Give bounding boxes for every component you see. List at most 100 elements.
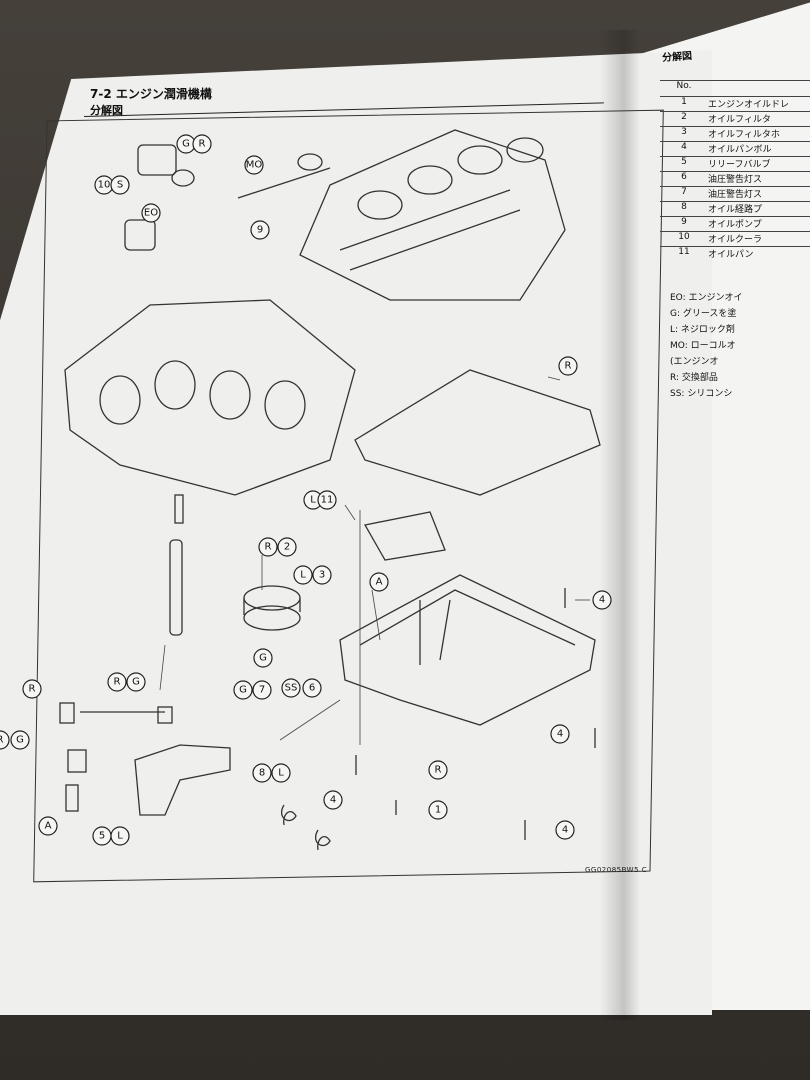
hose-clip-drawing	[281, 804, 297, 826]
legend-note: EO: エンジンオイ	[670, 293, 743, 303]
callout-group: 10SGRMOEO9RL11R2L3A4GG7SS6RRGRG48L4R1A5L…	[0, 134, 612, 846]
callout-label: L	[117, 831, 123, 842]
legend-note: MO: ローコルオ	[670, 341, 736, 351]
callout-label: R	[265, 542, 272, 553]
callout-R: R	[258, 537, 278, 557]
legend-note: G: グリースを塗	[670, 309, 737, 319]
oil-pipe-drawing	[169, 494, 184, 636]
row-number: 10	[678, 232, 690, 242]
callout-4: 4	[550, 724, 570, 744]
callout-2: 2	[277, 537, 297, 557]
callout-label: L	[300, 570, 306, 581]
callout-G: G	[253, 648, 273, 668]
hose-clip-drawing	[315, 829, 331, 851]
figure-code: GG02085BW5 C	[585, 866, 648, 874]
callout-4: 4	[555, 820, 575, 840]
callout-label: 10	[98, 180, 111, 191]
callout-6: 6	[302, 678, 322, 698]
callout-1: 1	[428, 800, 448, 820]
row-number: 7	[681, 187, 687, 197]
callout-7: 7	[252, 680, 272, 700]
callout-L: L	[293, 565, 313, 585]
row-part-name: リリーフバルブ	[708, 160, 771, 170]
callout-R: R	[558, 356, 578, 376]
callout-label: R	[199, 139, 206, 150]
legend-notes: EO: エンジンオイ G: グリースを塗 L: ネジロック剤 MO: ローコルオ (エン…	[670, 290, 743, 402]
callout-label: G	[16, 735, 24, 746]
callout-label: 8	[259, 768, 265, 779]
callout-label: 5	[99, 831, 105, 842]
relief-valve-drawing	[59, 702, 173, 812]
callout-label: 6	[309, 683, 315, 694]
oil-pump-drawing	[124, 144, 331, 251]
callout-label: L	[310, 495, 316, 506]
callout-G: G	[126, 672, 146, 692]
callout-A: A	[369, 572, 389, 592]
callout-8: 8	[252, 763, 272, 783]
callout-label: R	[29, 684, 36, 695]
row-number: 11	[678, 247, 690, 257]
callout-label: 7	[259, 685, 265, 696]
callout-L: L	[110, 826, 130, 846]
callout-S: S	[110, 175, 130, 195]
callout-label: R	[114, 677, 121, 688]
page-header: 7-2 エンジン潤滑機構	[90, 87, 212, 101]
callout-label: A	[45, 821, 52, 832]
oil-pan-gasket-drawing	[354, 369, 601, 496]
bolt-drawing	[355, 588, 596, 840]
legend-note: L: ネジロック剤	[670, 325, 735, 335]
callout-label: 3	[319, 570, 325, 581]
row-part-name: 油圧警告灯ス	[708, 175, 763, 185]
callout-SS: SS	[281, 678, 301, 698]
callout-label: EO	[144, 208, 158, 219]
callout-label: R	[0, 735, 4, 746]
callout-label: 4	[557, 729, 563, 740]
lower-crankcase-drawing	[64, 299, 356, 496]
row-part-name: エンジンオイルドレ	[708, 100, 790, 110]
right-page-title: 分解図	[661, 50, 693, 65]
table-header-row: No.	[660, 80, 810, 96]
callout-label: R	[565, 361, 572, 372]
legend-note: SS: シリコンシ	[670, 389, 733, 399]
row-part-name: オイル経路プ	[708, 205, 763, 215]
callout-EO: EO	[141, 203, 161, 223]
callout-G: G	[176, 134, 196, 154]
oil-filter-drawing	[243, 585, 301, 631]
oil-strainer-drawing	[134, 744, 231, 816]
callout-10: 10	[94, 175, 114, 195]
row-part-name: 油圧警告灯ス	[708, 190, 763, 200]
leader-lines	[159, 376, 590, 745]
callout-R: R	[192, 134, 212, 154]
page-gutter-shadow	[600, 30, 640, 1020]
row-part-name: オイルクーラ	[708, 235, 763, 245]
row-number: 2	[681, 112, 687, 122]
callout-label: 2	[284, 542, 290, 553]
table-row: 2 オイルフィルタ	[660, 111, 810, 127]
callout-label: 4	[330, 795, 336, 806]
table-header-no: No.	[676, 81, 692, 91]
callout-label: A	[376, 577, 383, 588]
left-page	[0, 50, 712, 1015]
callout-L: L	[271, 763, 291, 783]
callout-9: 9	[250, 220, 270, 240]
oil-pan-drawing	[339, 574, 596, 726]
row-part-name: オイルポンプ	[708, 220, 762, 230]
row-part-name: オイルフィルタ	[708, 115, 771, 125]
table-row: 7 油圧警告灯ス	[660, 186, 810, 202]
legend-note: (エンジンオ	[670, 357, 719, 367]
row-part-name: オイルパンボル	[708, 145, 772, 155]
section-title: 分解図	[90, 104, 123, 117]
row-number: 1	[681, 97, 687, 107]
callout-label: 9	[257, 225, 263, 236]
callout-label: G	[132, 677, 140, 688]
callout-label: L	[278, 768, 284, 779]
callout-label: 4	[562, 825, 568, 836]
legend-note: R: 交換部品	[670, 373, 718, 383]
